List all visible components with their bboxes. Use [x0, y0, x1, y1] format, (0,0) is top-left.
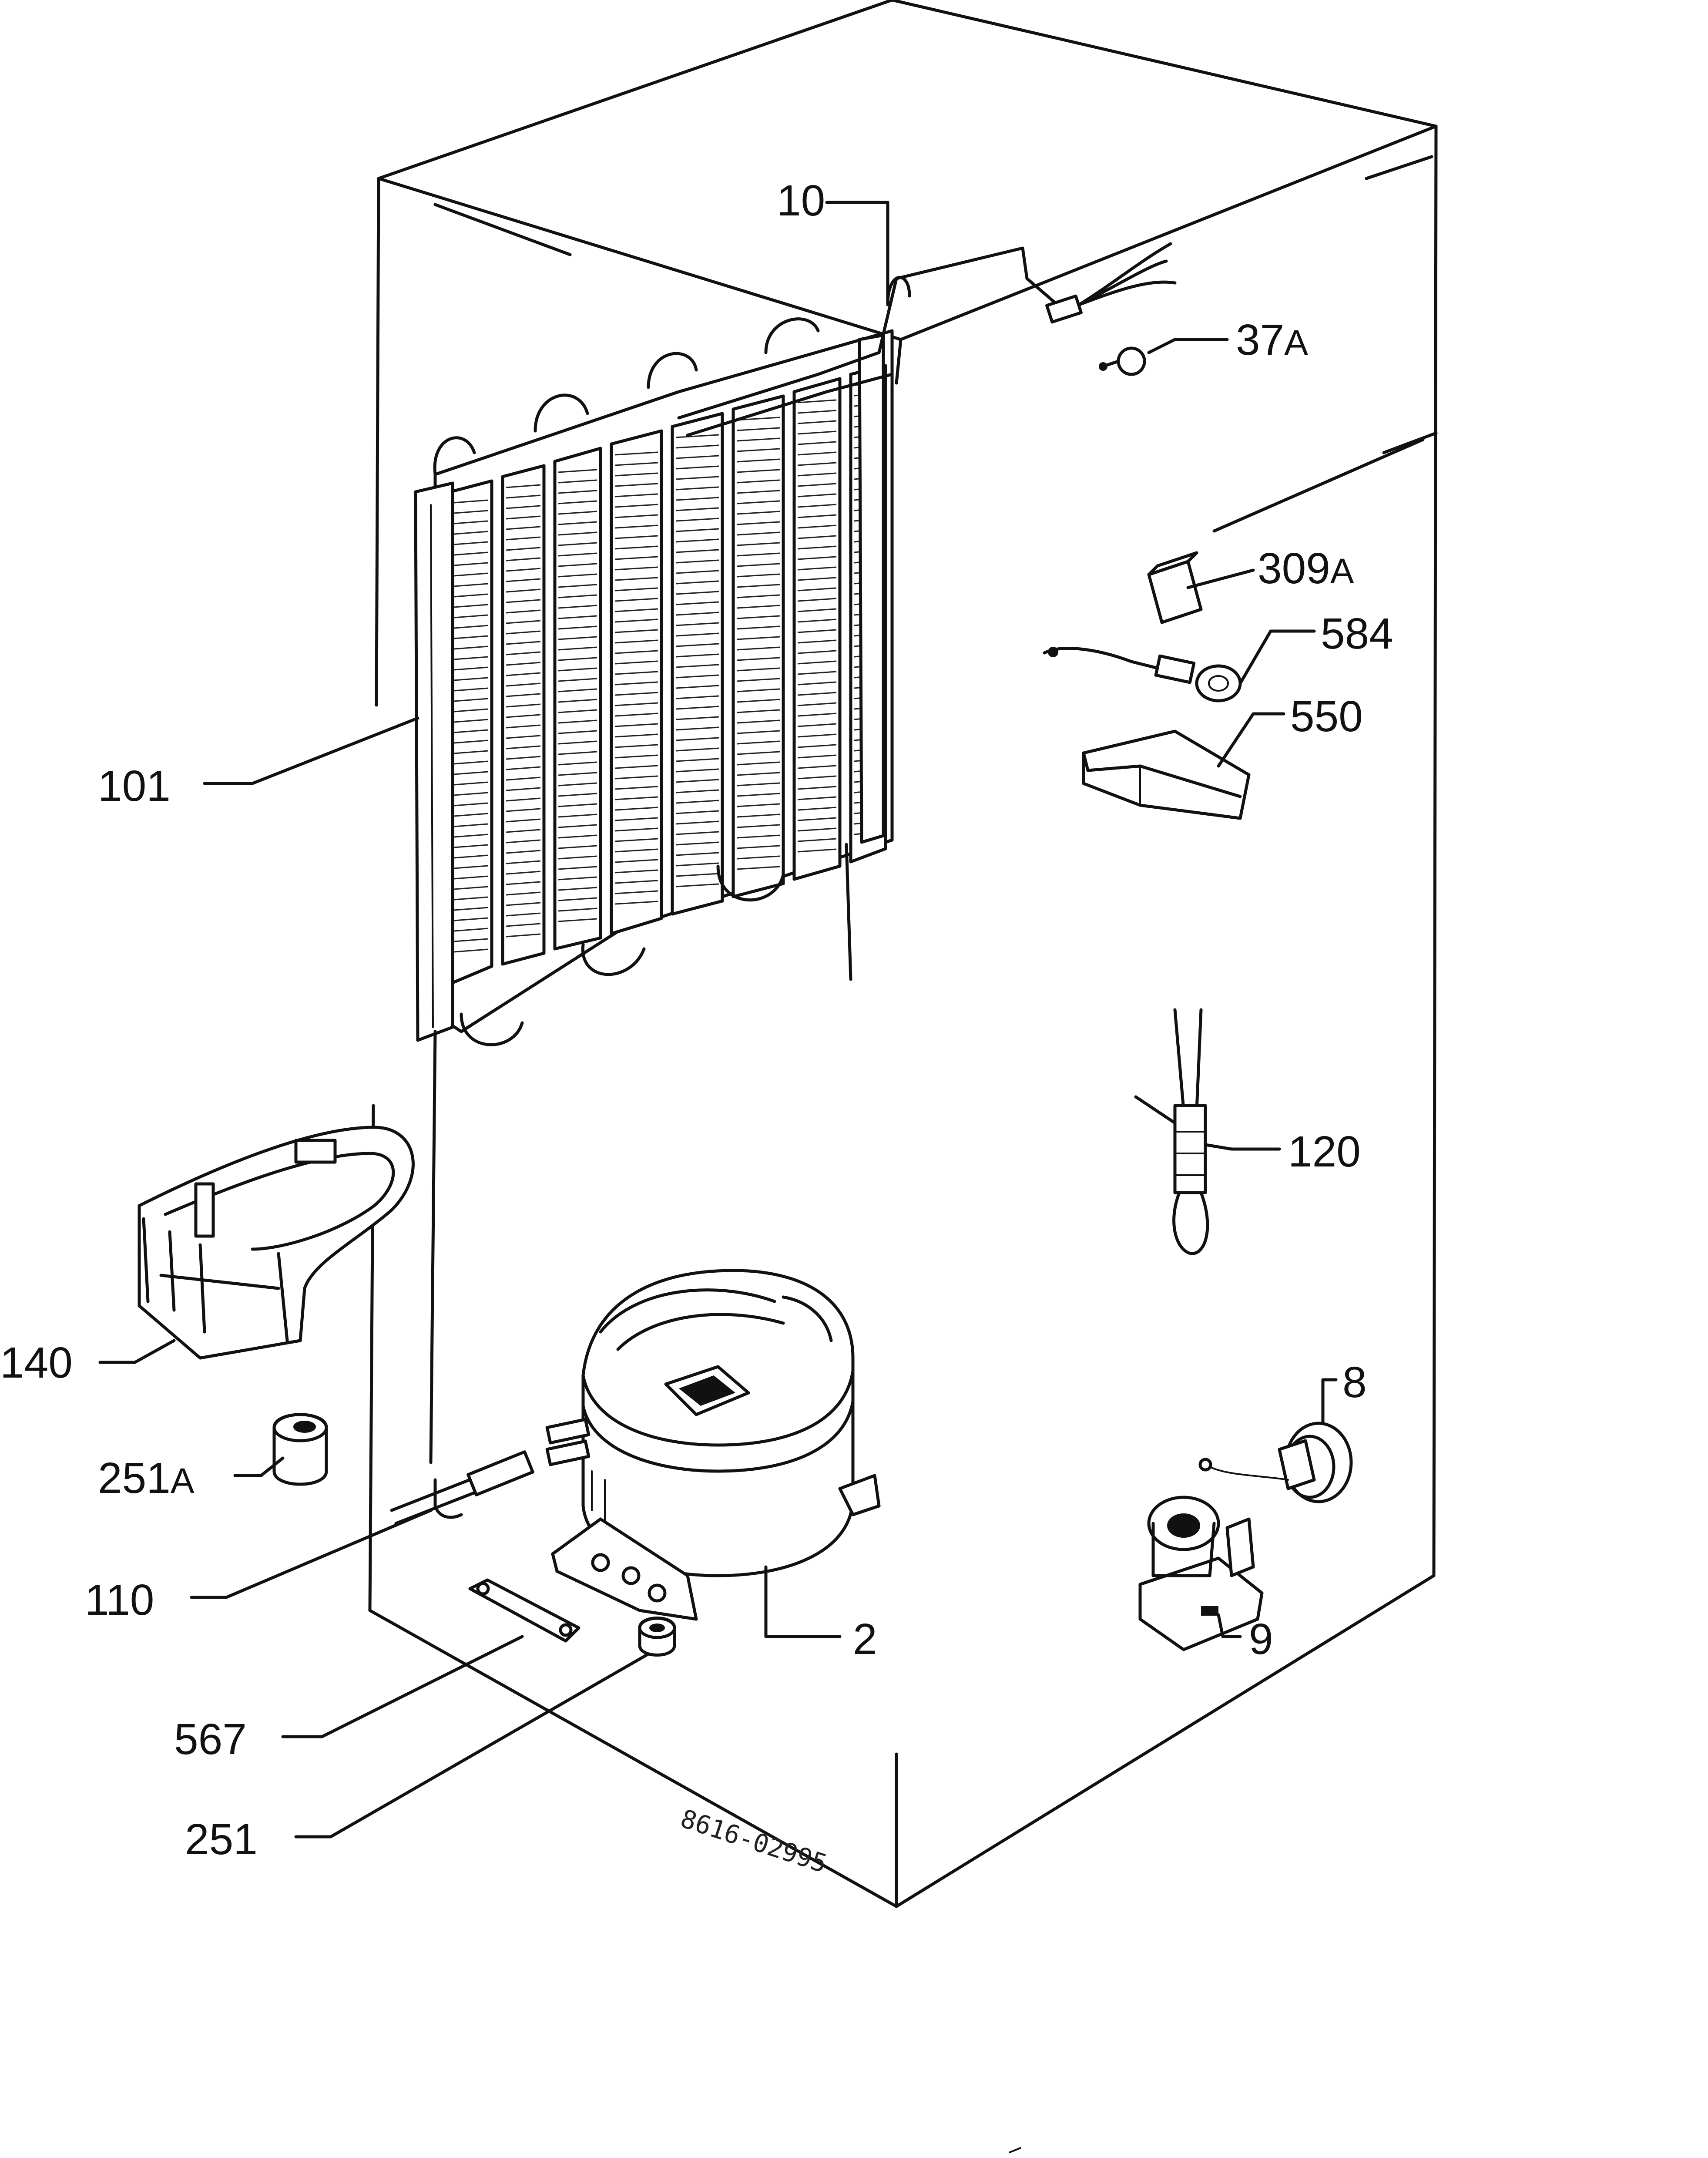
- grommet-251a: [272, 1413, 328, 1486]
- refrigerator-cabinet: [368, 0, 1438, 2153]
- condenser-grille: [414, 317, 894, 1464]
- bracket-550: [1082, 729, 1251, 820]
- callout-120: 120: [1288, 1127, 1361, 1176]
- part-callouts: 10 37A 309A 584 550 101 120 140 8 251A 1…: [0, 176, 1393, 1864]
- heater-element-120: [1134, 1008, 1209, 1255]
- callout-584: 584: [1321, 609, 1393, 658]
- leader-lines: [98, 201, 1338, 1839]
- callout-37a: 37A: [1236, 316, 1308, 364]
- callout-567: 567: [174, 1715, 247, 1764]
- callout-10: 10: [777, 176, 825, 225]
- starter-9: [1138, 1496, 1264, 1651]
- drawing-number: 8616-02995: [677, 1804, 831, 1879]
- callout-251: 251: [185, 1815, 258, 1864]
- callout-110: 110: [85, 1576, 154, 1624]
- filter-drier-110: [390, 1450, 534, 1525]
- drip-tray-140: [138, 1126, 415, 1360]
- rubber-foot-251: [638, 1617, 676, 1657]
- callout-8: 8: [1342, 1358, 1367, 1407]
- callout-550: 550: [1290, 692, 1363, 741]
- callout-2: 2: [853, 1615, 877, 1664]
- relay-8: [1198, 1422, 1353, 1503]
- compressor-2: [545, 1269, 881, 1621]
- sensor-584: [1043, 647, 1242, 703]
- callout-251a: 251A: [98, 1454, 195, 1503]
- clip-37a: [1099, 346, 1146, 376]
- condenser-hatching: [453, 382, 883, 953]
- callout-101: 101: [98, 762, 171, 810]
- callout-9: 9: [1249, 1615, 1273, 1664]
- callout-140: 140: [0, 1338, 73, 1387]
- mounting-strap-567: [468, 1578, 581, 1643]
- bracket-309a: [1147, 551, 1203, 624]
- callout-309a: 309A: [1258, 544, 1354, 593]
- capillary-tube-assembly: [677, 242, 1177, 437]
